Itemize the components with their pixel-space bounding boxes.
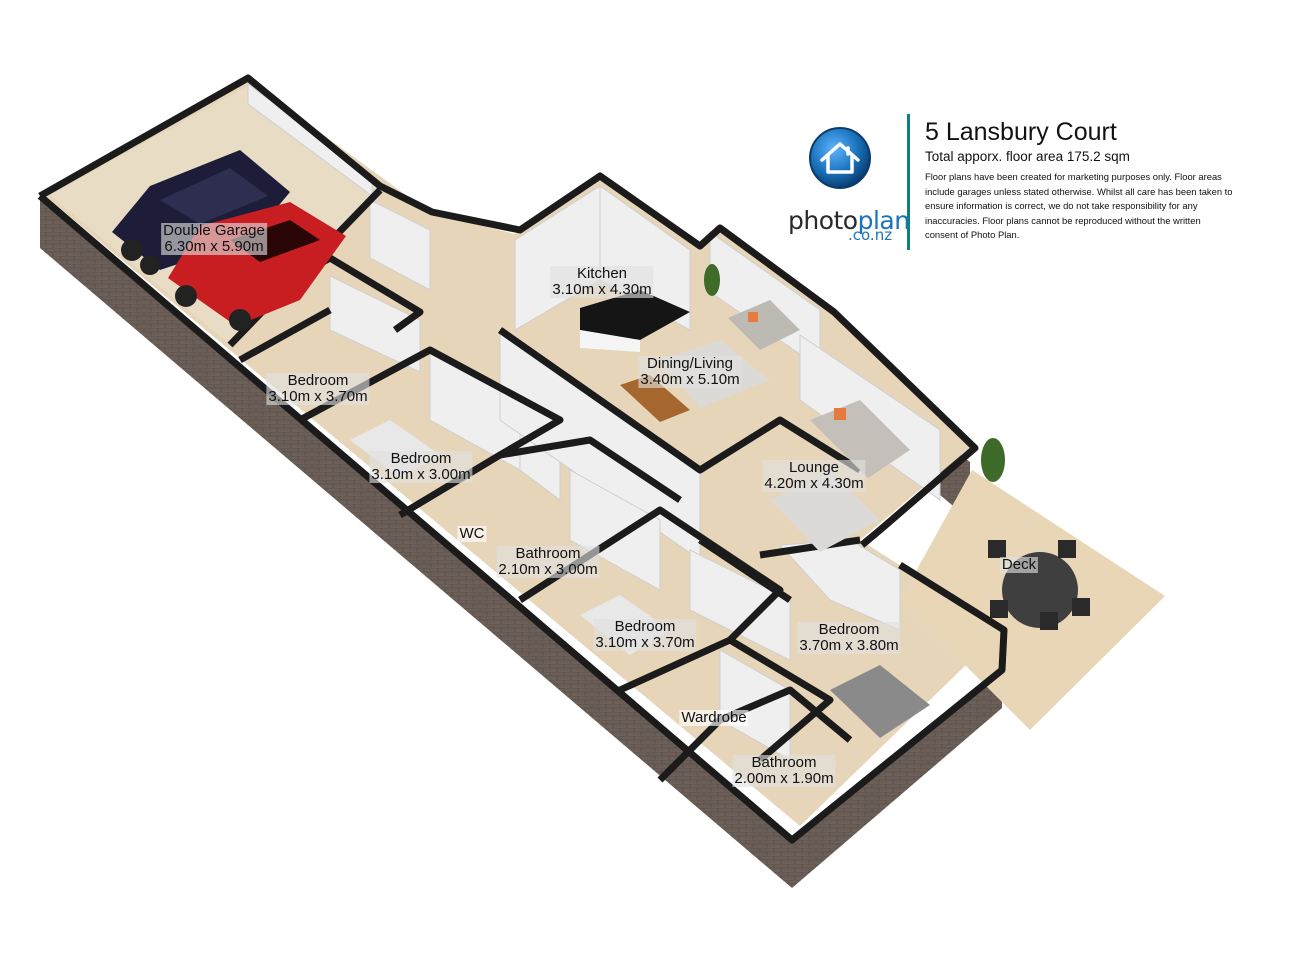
room-label-double-garage: Double Garage 6.30m x 5.90m <box>161 222 267 255</box>
sofa-lounge <box>810 400 910 478</box>
exterior-wall-right <box>792 670 1002 888</box>
header-divider <box>907 114 910 250</box>
sofa-living <box>728 300 800 350</box>
interior-walls <box>247 83 941 761</box>
kitchen-island-front <box>580 330 640 352</box>
room-label-kitchen: Kitchen 3.10m x 4.30m <box>550 265 654 298</box>
bed-4 <box>830 665 930 738</box>
room-label-lounge: Lounge 4.20m x 4.30m <box>762 459 866 492</box>
plant-deck <box>981 438 1005 482</box>
brand-wordmark: photoplan <box>788 206 910 235</box>
room-label-wc: WC <box>457 525 487 542</box>
photoplan-logo: photoplan .co.nz <box>780 124 910 254</box>
room-label-bathroom-2: Bathroom 2.00m x 1.90m <box>732 754 836 787</box>
room-label-bedroom-1: Bedroom 3.10m x 3.70m <box>266 372 370 405</box>
room-label-dining-living: Dining/Living 3.40m x 5.10m <box>638 355 742 388</box>
property-address: 5 Lansbury Court <box>925 118 1117 146</box>
room-label-bedroom-2: Bedroom 3.10m x 3.00m <box>369 450 473 483</box>
dining-table <box>620 375 690 422</box>
exterior-wall-left <box>40 196 792 888</box>
kitchen-island <box>580 290 690 340</box>
room-label-wardrobe: Wardrobe <box>679 709 749 726</box>
house-logo-icon <box>809 127 871 189</box>
room-label-bedroom-3: Bedroom 3.10m x 3.70m <box>593 618 697 651</box>
deck-chairs <box>988 540 1090 630</box>
room-label-deck: Deck <box>999 556 1039 573</box>
room-label-bedroom-4: Bedroom 3.70m x 3.80m <box>797 621 901 654</box>
plant-living <box>704 264 720 296</box>
brand-domain: .co.nz <box>848 226 893 244</box>
disclaimer-text: Floor plans have been created for market… <box>925 171 1233 241</box>
room-label-bathroom-1: Bathroom 2.10m x 3.00m <box>496 545 600 578</box>
floor-area: Total apporx. floor area 175.2 sqm <box>925 149 1130 164</box>
property-info: 5 Lansbury Court Total apporx. floor are… <box>925 116 1235 243</box>
